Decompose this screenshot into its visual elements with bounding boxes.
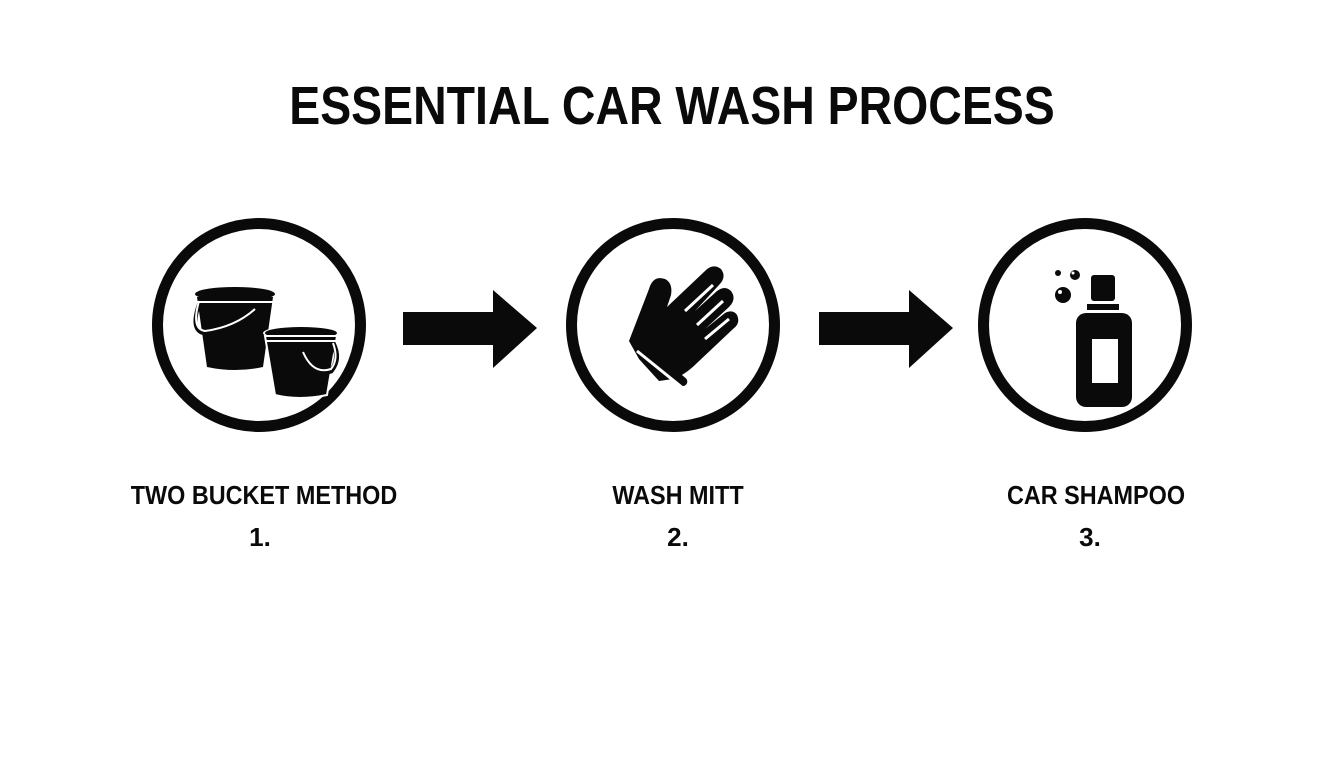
step-3-label: CAR SHAMPOO bbox=[1006, 480, 1186, 510]
step-3-circle bbox=[978, 218, 1192, 432]
step-2-circle bbox=[566, 218, 780, 432]
arrow-right-icon bbox=[403, 290, 537, 368]
glove-icon bbox=[629, 266, 739, 395]
step-2-label: WASH MITT bbox=[612, 480, 744, 510]
bucket-icon bbox=[193, 287, 339, 399]
step-1-number: 1. bbox=[249, 522, 271, 552]
step-2-number: 2. bbox=[667, 522, 689, 552]
arrow-right-icon bbox=[819, 290, 953, 368]
step-3-number: 3. bbox=[1079, 522, 1101, 552]
step-1-label: TWO BUCKET METHOD bbox=[130, 480, 398, 510]
shampoo-bottle-icon bbox=[1055, 270, 1132, 407]
step-1-circle bbox=[152, 218, 366, 432]
page-title: ESSENTIAL CAR WASH PROCESS bbox=[289, 76, 1055, 136]
